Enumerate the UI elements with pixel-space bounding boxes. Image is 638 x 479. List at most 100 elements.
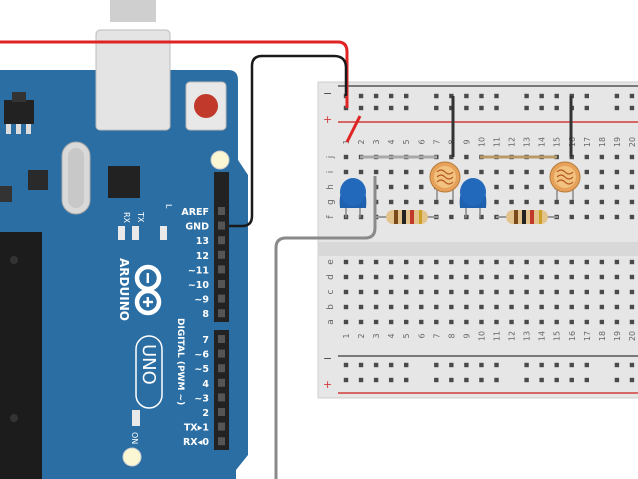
breadboard-hole[interactable] — [464, 289, 469, 295]
breadboard-hole[interactable] — [629, 154, 635, 160]
breadboard-hole[interactable] — [524, 93, 529, 99]
breadboard-hole[interactable] — [479, 214, 484, 220]
header-pin-hole[interactable] — [218, 309, 225, 318]
breadboard-hole[interactable] — [614, 169, 620, 175]
breadboard-hole[interactable] — [539, 169, 544, 175]
breadboard-hole[interactable] — [494, 93, 499, 99]
breadboard-hole[interactable] — [358, 105, 364, 111]
ceramic-capacitor[interactable] — [459, 178, 487, 218]
breadboard-hole[interactable] — [584, 274, 589, 280]
breadboard-hole[interactable] — [539, 289, 544, 295]
header-pin-hole[interactable] — [218, 265, 225, 274]
breadboard-hole[interactable] — [479, 289, 484, 295]
breadboard-hole[interactable] — [479, 169, 484, 175]
breadboard-hole[interactable] — [539, 304, 544, 310]
breadboard-hole[interactable] — [419, 259, 424, 265]
ceramic-capacitor[interactable] — [339, 178, 367, 218]
breadboard-hole[interactable] — [614, 274, 620, 280]
header-pin-hole[interactable] — [218, 378, 225, 387]
breadboard-hole[interactable] — [629, 362, 635, 368]
gray-wire[interactable] — [274, 176, 377, 479]
breadboard-hole[interactable] — [569, 199, 574, 205]
breadboard-hole[interactable] — [524, 105, 529, 111]
breadboard-hole[interactable] — [404, 199, 409, 205]
breadboard-hole[interactable] — [464, 93, 469, 99]
breadboard-hole[interactable] — [524, 304, 529, 310]
breadboard-hole[interactable] — [479, 93, 484, 99]
breadboard-hole[interactable] — [584, 154, 589, 160]
breadboard-hole[interactable] — [524, 319, 529, 325]
breadboard-hole[interactable] — [554, 362, 559, 368]
breadboard-hole[interactable] — [554, 199, 559, 205]
breadboard-hole[interactable] — [509, 184, 514, 190]
breadboard-hole[interactable] — [358, 304, 364, 310]
red-jumper[interactable] — [345, 115, 362, 143]
breadboard-hole[interactable] — [524, 274, 529, 280]
breadboard-hole[interactable] — [614, 105, 620, 111]
breadboard-hole[interactable] — [584, 289, 589, 295]
breadboard-hole[interactable] — [509, 304, 514, 310]
breadboard-hole[interactable] — [599, 304, 605, 310]
breadboard-hole[interactable] — [343, 319, 349, 325]
breadboard-hole[interactable] — [373, 362, 379, 368]
breadboard-hole[interactable] — [388, 319, 394, 325]
breadboard-hole[interactable] — [494, 319, 499, 325]
breadboard-hole[interactable] — [494, 289, 499, 295]
breadboard-hole[interactable] — [404, 169, 409, 175]
breadboard-hole[interactable] — [404, 93, 409, 99]
breadboard-hole[interactable] — [554, 274, 559, 280]
breadboard-hole[interactable] — [539, 93, 544, 99]
breadboard-hole[interactable] — [358, 169, 364, 175]
breadboard-hole[interactable] — [569, 259, 574, 265]
breadboard-hole[interactable] — [509, 169, 514, 175]
breadboard-hole[interactable] — [464, 154, 469, 160]
breadboard-hole[interactable] — [449, 362, 454, 368]
header-pin-hole[interactable] — [218, 294, 225, 303]
breadboard-hole[interactable] — [539, 319, 544, 325]
breadboard-hole[interactable] — [614, 319, 620, 325]
breadboard-hole[interactable] — [629, 184, 635, 190]
breadboard-hole[interactable] — [404, 289, 409, 295]
red-wire[interactable] — [0, 40, 349, 108]
breadboard-hole[interactable] — [419, 184, 424, 190]
breadboard-hole[interactable] — [449, 319, 454, 325]
breadboard-hole[interactable] — [343, 289, 349, 295]
breadboard-hole[interactable] — [614, 362, 620, 368]
breadboard-hole[interactable] — [629, 199, 635, 205]
breadboard-hole[interactable] — [569, 304, 574, 310]
header-pin-hole[interactable] — [218, 280, 225, 288]
breadboard-hole[interactable] — [524, 362, 529, 368]
breadboard-hole[interactable] — [449, 105, 454, 111]
breadboard-hole[interactable] — [539, 377, 544, 383]
breadboard-hole[interactable] — [494, 362, 499, 368]
breadboard-hole[interactable] — [373, 169, 379, 175]
breadboard-hole[interactable] — [434, 319, 439, 325]
breadboard-hole[interactable] — [449, 199, 454, 205]
breadboard-hole[interactable] — [524, 289, 529, 295]
breadboard-hole[interactable] — [434, 259, 439, 265]
breadboard-hole[interactable] — [449, 289, 454, 295]
breadboard-hole[interactable] — [494, 199, 499, 205]
breadboard-hole[interactable] — [419, 319, 424, 325]
breadboard-hole[interactable] — [599, 154, 605, 160]
breadboard-hole[interactable] — [629, 259, 635, 265]
breadboard-hole[interactable] — [584, 93, 589, 99]
breadboard-hole[interactable] — [479, 362, 484, 368]
breadboard-hole[interactable] — [569, 377, 574, 383]
breadboard-hole[interactable] — [569, 274, 574, 280]
breadboard-hole[interactable] — [404, 304, 409, 310]
breadboard-hole[interactable] — [569, 362, 574, 368]
breadboard-hole[interactable] — [343, 259, 349, 265]
breadboard-hole[interactable] — [569, 214, 574, 220]
breadboard-hole[interactable] — [494, 377, 499, 383]
breadboard-hole[interactable] — [358, 289, 364, 295]
breadboard-hole[interactable] — [629, 289, 635, 295]
breadboard[interactable]: − + − + 12345678910111213141516171819201… — [317, 81, 638, 399]
breadboard-hole[interactable] — [494, 259, 499, 265]
breadboard-hole[interactable] — [404, 377, 409, 383]
breadboard-hole[interactable] — [449, 377, 454, 383]
breadboard-hole[interactable] — [434, 304, 439, 310]
breadboard-hole[interactable] — [554, 319, 559, 325]
breadboard-hole[interactable] — [629, 105, 635, 111]
breadboard-hole[interactable] — [584, 319, 589, 325]
